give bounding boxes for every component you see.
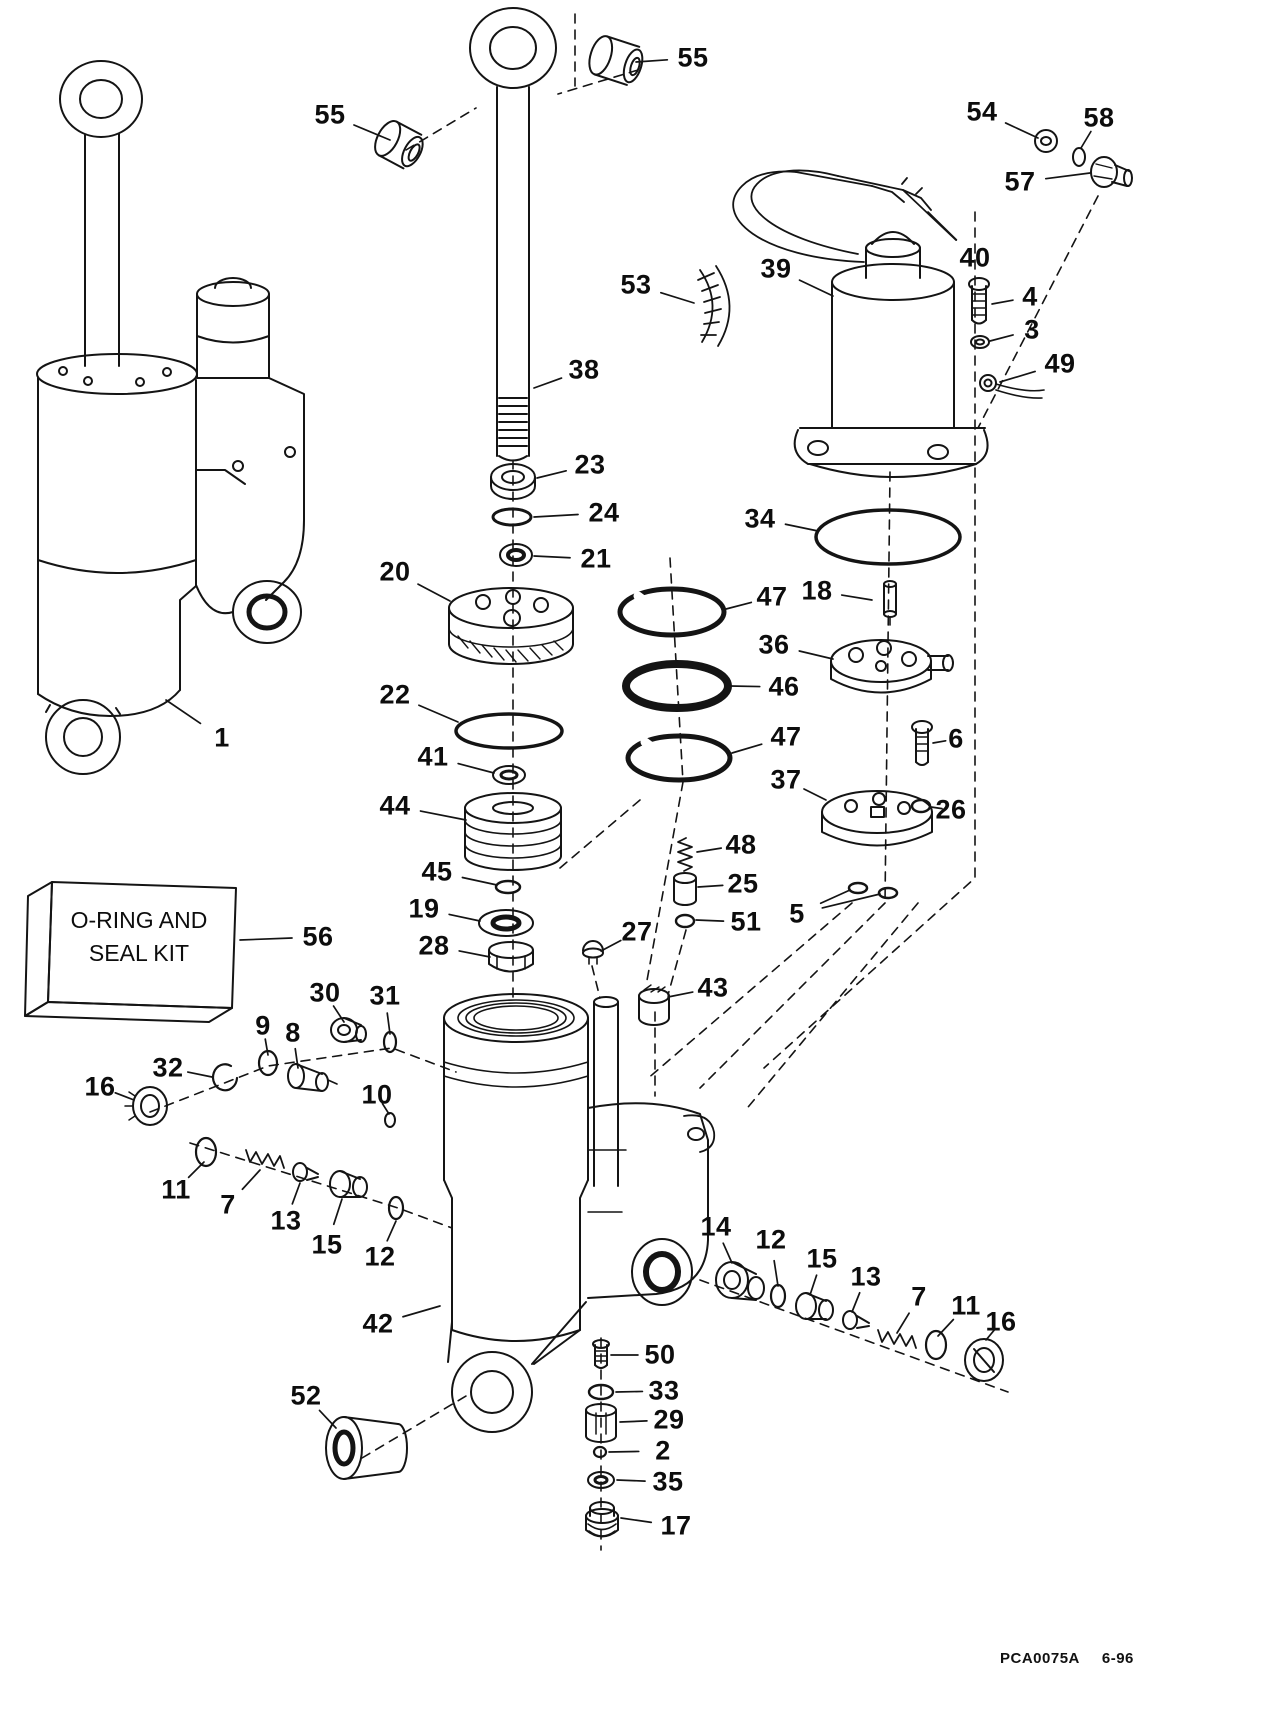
callout-23: 23	[574, 449, 606, 480]
callout-21: 21	[580, 543, 612, 574]
callout-1: 1	[214, 722, 230, 753]
callout-39: 39	[760, 253, 792, 284]
callout-47: 47	[770, 721, 802, 752]
bottom-valve-stack	[585, 1339, 619, 1538]
assembled-unit	[36, 60, 305, 775]
callout-13: 13	[850, 1261, 882, 1292]
callout-37: 37	[770, 764, 802, 795]
piston-rod	[469, 7, 557, 462]
callout-26: 26	[935, 794, 967, 825]
callout-16: 16	[84, 1071, 116, 1102]
callout-57: 57	[1004, 166, 1036, 197]
callout-15: 15	[806, 1243, 838, 1274]
callout-11: 11	[161, 1174, 191, 1205]
callout-48: 48	[725, 829, 757, 860]
callout-38: 38	[568, 354, 600, 385]
callout-27: 27	[621, 916, 653, 947]
callout-15: 15	[311, 1229, 343, 1260]
callout-13: 13	[270, 1205, 302, 1236]
callout-30: 30	[309, 977, 341, 1008]
callout-16: 16	[985, 1306, 1017, 1337]
callout-40: 40	[959, 242, 991, 273]
callout-51: 51	[730, 906, 762, 937]
callout-45: 45	[421, 856, 453, 887]
retaining-rings	[617, 586, 733, 783]
callout-14: 14	[700, 1211, 732, 1242]
callout-33: 33	[648, 1375, 680, 1406]
callout-20: 20	[379, 556, 411, 587]
relief-valve-parts	[582, 837, 697, 1026]
callout-44: 44	[379, 790, 411, 821]
callout-55: 55	[677, 42, 709, 73]
callout-43: 43	[697, 972, 729, 1003]
left-valve-train	[124, 1017, 405, 1221]
thrust-bushing	[325, 1416, 408, 1480]
callout-34: 34	[744, 503, 776, 534]
callout-47: 47	[756, 581, 788, 612]
callout-19: 19	[408, 893, 440, 924]
motor-base-oring	[814, 508, 962, 566]
callout-56: 56	[302, 921, 334, 952]
callout-10: 10	[361, 1079, 393, 1110]
callout-9: 9	[255, 1010, 271, 1041]
callout-54: 54	[966, 96, 998, 127]
callout-41: 41	[417, 741, 449, 772]
motor-wires	[732, 169, 932, 263]
callout-32: 32	[152, 1052, 184, 1083]
callout-12: 12	[364, 1241, 396, 1272]
pump-assembly	[821, 580, 954, 900]
seal-kit-label: O-RING AND SEAL KIT	[44, 904, 234, 971]
callout-42: 42	[362, 1308, 394, 1339]
footer-code-text: PCA0075A	[1000, 1650, 1080, 1667]
callout-11: 11	[951, 1290, 981, 1321]
electric-motor	[793, 231, 989, 478]
seal-kit-box	[24, 881, 237, 1023]
callout-4: 4	[1022, 281, 1038, 312]
rod-bushing-left	[374, 120, 424, 170]
callout-22: 22	[379, 679, 411, 710]
piston-stack	[448, 463, 574, 973]
footer-part-code: PCA0075A 6-96	[1000, 1650, 1134, 1667]
callout-5: 5	[789, 898, 805, 929]
manifold	[587, 996, 716, 1306]
seal-kit-label-line1: O-RING AND	[70, 907, 208, 933]
callout-55: 55	[314, 99, 346, 130]
right-valve-train	[715, 1261, 1004, 1382]
callout-3: 3	[1024, 314, 1040, 345]
callout-28: 28	[418, 930, 450, 961]
callout-24: 24	[588, 497, 620, 528]
callout-18: 18	[801, 575, 833, 606]
motor-screw	[968, 277, 1045, 399]
callout-8: 8	[285, 1017, 301, 1048]
callout-7: 7	[220, 1189, 236, 1220]
callout-6: 6	[948, 723, 964, 754]
rod-bushing-right	[588, 35, 644, 86]
footer-revision-text: 6-96	[1101, 1650, 1134, 1667]
cylinder-body	[443, 993, 589, 1433]
callout-53: 53	[620, 269, 652, 300]
callout-52: 52	[290, 1380, 322, 1411]
callout-12: 12	[755, 1224, 787, 1255]
callout-58: 58	[1083, 102, 1115, 133]
callout-31: 31	[369, 980, 401, 1011]
callout-36: 36	[758, 629, 790, 660]
callout-7: 7	[911, 1281, 927, 1312]
seal-kit-label-line2: SEAL KIT	[88, 940, 190, 967]
callout-2: 2	[655, 1435, 671, 1466]
callout-49: 49	[1044, 348, 1076, 379]
leader-lines	[114, 58, 1092, 1524]
callout-50: 50	[644, 1339, 676, 1370]
callout-29: 29	[653, 1404, 685, 1435]
grommet	[697, 265, 731, 347]
callout-25: 25	[727, 868, 759, 899]
callout-35: 35	[652, 1466, 684, 1497]
callout-17: 17	[660, 1510, 692, 1541]
callout-46: 46	[768, 671, 800, 702]
valve-fittings-top-right	[1034, 129, 1133, 188]
